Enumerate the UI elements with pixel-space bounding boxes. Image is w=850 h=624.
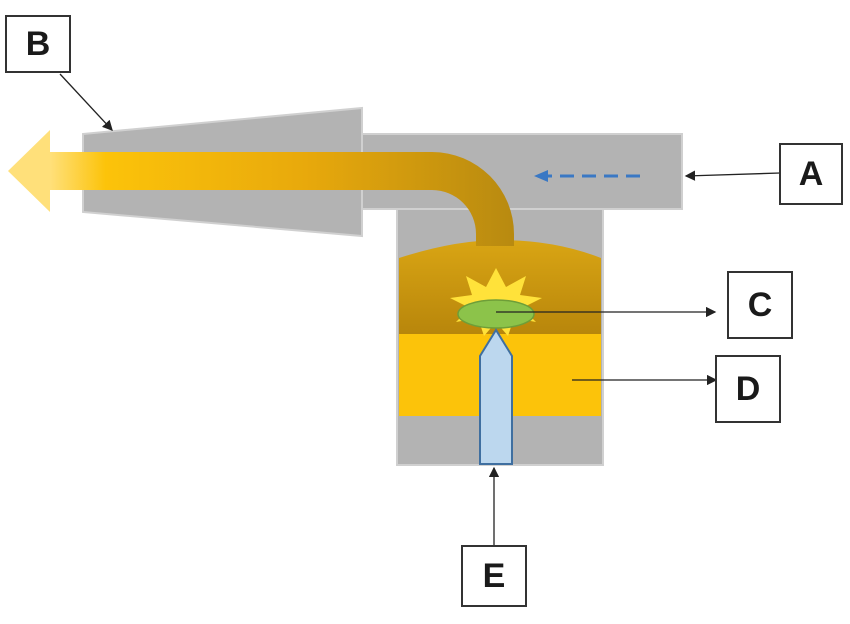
igniter-probe-icon (479, 328, 513, 465)
exhaust-flow-arrow (8, 130, 514, 246)
label-b-text: B (26, 25, 51, 63)
label-c: C (727, 271, 793, 339)
label-a-text: A (799, 155, 824, 193)
ignition-zone (457, 299, 535, 329)
leader-line-b (59, 73, 113, 131)
leader-line-a (684, 170, 781, 181)
label-b: B (5, 15, 71, 73)
label-d: D (715, 355, 781, 423)
label-c-text: C (748, 286, 773, 324)
label-e-text: E (483, 557, 506, 595)
label-a: A (779, 143, 843, 205)
label-d-text: D (736, 370, 761, 408)
air-intake-dashed-arrow (534, 170, 640, 182)
label-e: E (461, 545, 527, 607)
